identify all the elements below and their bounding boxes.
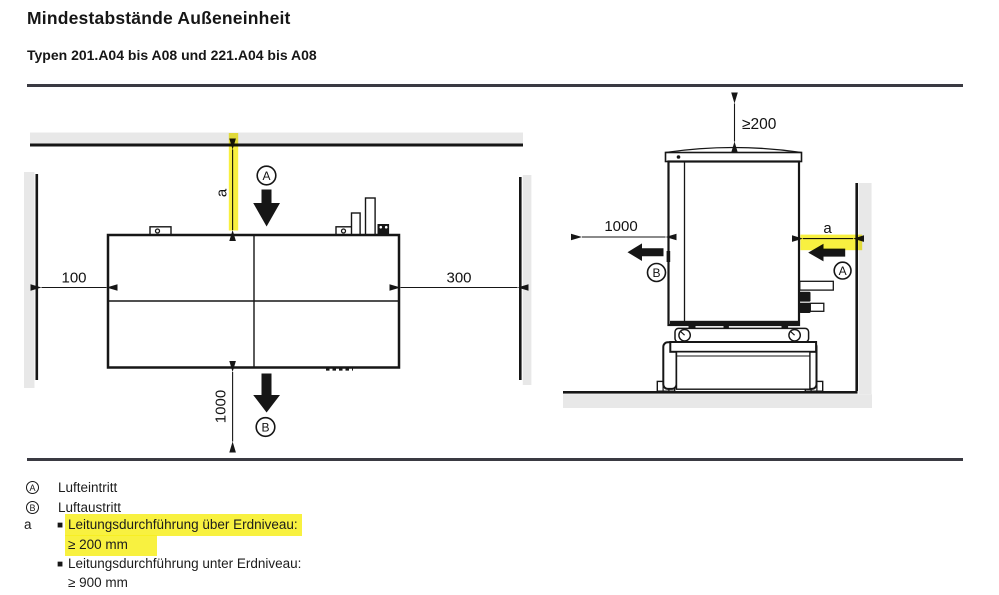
bullet-icon: ■	[57, 520, 64, 531]
legend-key-a: a	[24, 517, 32, 532]
highlight-strip-left	[228, 133, 239, 231]
wall-top	[30, 132, 523, 147]
unit-base-and-stand	[656, 320, 824, 392]
air-outlet-marker: B	[253, 373, 280, 438]
air-outlet-arrow-icon	[627, 243, 664, 261]
air-inlet-arrow-icon	[253, 189, 280, 227]
dim-a-right-label: a	[823, 220, 832, 237]
legend-circle-b: B	[26, 500, 39, 514]
dimension-300: 300	[389, 270, 529, 291]
dim-a-label: a	[214, 188, 231, 197]
diagrams-canvas: 100 300 a 1000 A	[24, 92, 872, 453]
air-inlet-marker: A	[253, 165, 280, 227]
divider-top	[27, 84, 963, 87]
ground	[563, 391, 872, 408]
outdoor-unit-side	[664, 146, 803, 327]
air-outlet-letter: B	[261, 421, 269, 435]
dim-100-label: 100	[61, 270, 86, 287]
dim-300-label: 300	[446, 270, 471, 287]
bullet-icon: ■	[57, 559, 64, 570]
legend-item-1-value: ≥ 200 mm	[65, 534, 157, 556]
air-outlet-arrow-icon	[253, 373, 280, 413]
dimension-top-200: ≥200	[731, 92, 777, 153]
air-outlet-letter: B	[652, 266, 660, 280]
highlight-strip-right	[800, 234, 863, 251]
pipe-connections	[799, 280, 834, 313]
legend-circle-a: A	[26, 481, 39, 494]
legend-item-2-value: ≥ 900 mm	[68, 575, 128, 590]
left-diagram-top-view: 100 300 a 1000 A	[24, 132, 532, 453]
air-outlet-marker-side: B	[627, 243, 667, 283]
legend-item-1-label: Leitungsdurchführung über Erdniveau:	[65, 514, 302, 536]
page-subtitle: Typen 201.A04 bis A08 und 221.A04 bis A0…	[27, 47, 317, 63]
legend-item-2-label: Leitungsdurchführung unter Erdniveau:	[68, 556, 302, 571]
legend-label-lufteintritt: Lufteintritt	[58, 480, 118, 495]
dimension-1000-left: 1000	[213, 361, 236, 453]
right-diagram-side-view: ≥200	[563, 92, 872, 408]
dim-1000-right-label: 1000	[604, 218, 637, 235]
page-title: Mindestabstände Außeneinheit	[27, 8, 291, 28]
wall-left	[24, 172, 39, 388]
dimension-1000-right: 1000	[571, 218, 677, 241]
dim-1000-label: 1000	[213, 390, 230, 423]
air-inlet-letter: A	[839, 264, 847, 278]
divider-bottom	[27, 458, 963, 461]
dimension-100: 100	[30, 270, 118, 291]
legend-label-luftaustritt: Luftaustritt	[58, 499, 122, 515]
wall-right-side	[855, 183, 872, 394]
outdoor-unit-plan	[106, 233, 401, 371]
air-inlet-letter: A	[262, 169, 270, 183]
dim-200-label: ≥200	[742, 116, 777, 133]
wall-right	[519, 175, 532, 385]
